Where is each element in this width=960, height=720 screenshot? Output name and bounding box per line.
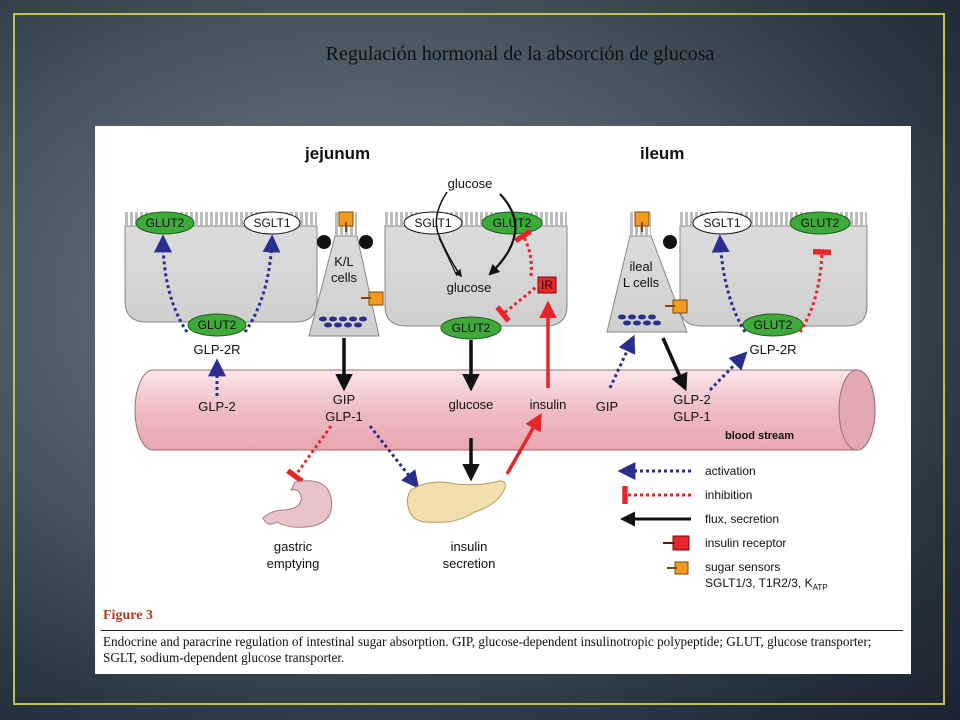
sglt1-apical-mid: SGLT1 xyxy=(403,211,463,235)
svg-text:GLUT2: GLUT2 xyxy=(754,318,793,332)
sglt1-apical-ileum: SGLT1 xyxy=(692,211,752,235)
blood-vessel xyxy=(134,369,876,451)
ileal-cell-label: ileal xyxy=(629,259,652,274)
glucose-cell-label: glucose xyxy=(447,280,492,295)
glut2-basal-mid: GLUT2 xyxy=(440,316,502,340)
glp2-label: GLP-2 xyxy=(198,399,236,414)
diagram: jejunum ileum xyxy=(124,144,876,592)
glut2-basal-jejunum: GLUT2 xyxy=(187,313,247,337)
glut2-basal-ileum: GLUT2 xyxy=(742,313,804,337)
blood-stream-label: blood stream xyxy=(725,430,794,442)
kl-cell-label: K/L xyxy=(334,254,354,269)
svg-text:SGLT1: SGLT1 xyxy=(414,216,451,230)
glp2r-label: GLP-2R xyxy=(750,342,797,357)
inhibition-arrow xyxy=(798,248,832,333)
svg-text:GLUT2: GLUT2 xyxy=(801,216,840,230)
sugar-sensor-icon xyxy=(361,291,384,306)
ileal-granules xyxy=(618,314,661,326)
stomach-icon xyxy=(262,480,333,528)
gip-label: GIP xyxy=(596,399,618,414)
svg-text:SGLT1: SGLT1 xyxy=(703,216,740,230)
slide-title: Regulación hormonal de la absorción de g… xyxy=(325,43,715,65)
sugar-sensor-icon xyxy=(338,211,354,232)
glucose-blood-label: glucose xyxy=(449,397,494,412)
glp2r-label: GLP-2R xyxy=(194,342,241,357)
figure-caption: Endocrine and paracrine regulation of in… xyxy=(103,634,872,665)
junction-dot xyxy=(317,235,331,249)
legend-inhibition: inhibition xyxy=(705,488,752,502)
caption-divider xyxy=(101,630,903,631)
sglt1-apical-jejunum: SGLT1 xyxy=(243,211,301,235)
glp2-label: GLP-2 xyxy=(673,392,711,407)
gastric-emptying-label: emptying xyxy=(267,556,320,571)
sugar-sensor-icon xyxy=(665,299,688,314)
kl-cell-label: cells xyxy=(331,270,358,285)
svg-text:GLUT2: GLUT2 xyxy=(452,321,491,335)
svg-text:GLUT2: GLUT2 xyxy=(198,318,237,332)
glut2-apical-jejunum: GLUT2 xyxy=(135,211,195,235)
activation-arrow xyxy=(711,234,747,333)
legend: activation inhibition flux, secretion in… xyxy=(617,462,828,592)
ileal-cell-label: L cells xyxy=(623,275,660,290)
junction-dot xyxy=(663,235,677,249)
sugar-sensor-icon xyxy=(634,211,650,232)
legend-sugar-sensors: sugar sensors xyxy=(705,560,780,574)
figure-panel: jejunum ileum xyxy=(95,126,911,674)
glut2-apical-mid: GLUT2 xyxy=(481,211,543,235)
kl-granules xyxy=(319,316,367,328)
junction-dot xyxy=(359,235,373,249)
inhibition-arrow xyxy=(513,228,533,277)
inhibition-arrow xyxy=(286,425,333,484)
flux-arrow xyxy=(438,237,458,277)
svg-text:IR: IR xyxy=(541,278,553,292)
inhibition-arrow xyxy=(495,282,541,323)
svg-text:GLUT2: GLUT2 xyxy=(146,216,185,230)
legend-insulin-receptor-icon xyxy=(663,535,690,551)
insulin-secretion-label: secretion xyxy=(443,556,496,571)
legend-insulin-receptor: insulin receptor xyxy=(705,536,786,550)
legend-sensors-list: SGLT1/3, T1R2/3, KATP xyxy=(705,576,828,592)
gip-label: GIP xyxy=(333,392,355,407)
slide-frame xyxy=(13,13,945,705)
glucose-lumen-label: glucose xyxy=(448,176,493,191)
legend-flux: flux, secretion xyxy=(705,512,779,526)
pancreas-icon xyxy=(406,480,506,523)
ileum-title: ileum xyxy=(640,144,684,163)
secretion-arrow xyxy=(661,337,688,392)
legend-activation: activation xyxy=(705,464,756,478)
svg-text:GLUT2: GLUT2 xyxy=(493,216,532,230)
gastric-emptying-label: gastric xyxy=(274,539,313,554)
svg-text:SGLT1: SGLT1 xyxy=(253,216,290,230)
legend-sugar-sensor-icon xyxy=(667,561,689,575)
activation-arrow xyxy=(368,425,420,489)
glp1-label: GLP-1 xyxy=(325,409,363,424)
insulin-label: insulin xyxy=(530,397,567,412)
figure-label: Figure 3 xyxy=(103,608,153,623)
insulin-secretion-label: insulin xyxy=(451,539,488,554)
glut2-apical-ileum: GLUT2 xyxy=(789,211,851,235)
flux-arrow xyxy=(435,191,462,278)
insulin-secretion-arrow xyxy=(505,412,542,475)
activation-arrow xyxy=(154,234,189,333)
activation-arrow xyxy=(708,351,748,392)
jejunum-title: jejunum xyxy=(304,144,370,163)
glp1-label: GLP-1 xyxy=(673,409,711,424)
